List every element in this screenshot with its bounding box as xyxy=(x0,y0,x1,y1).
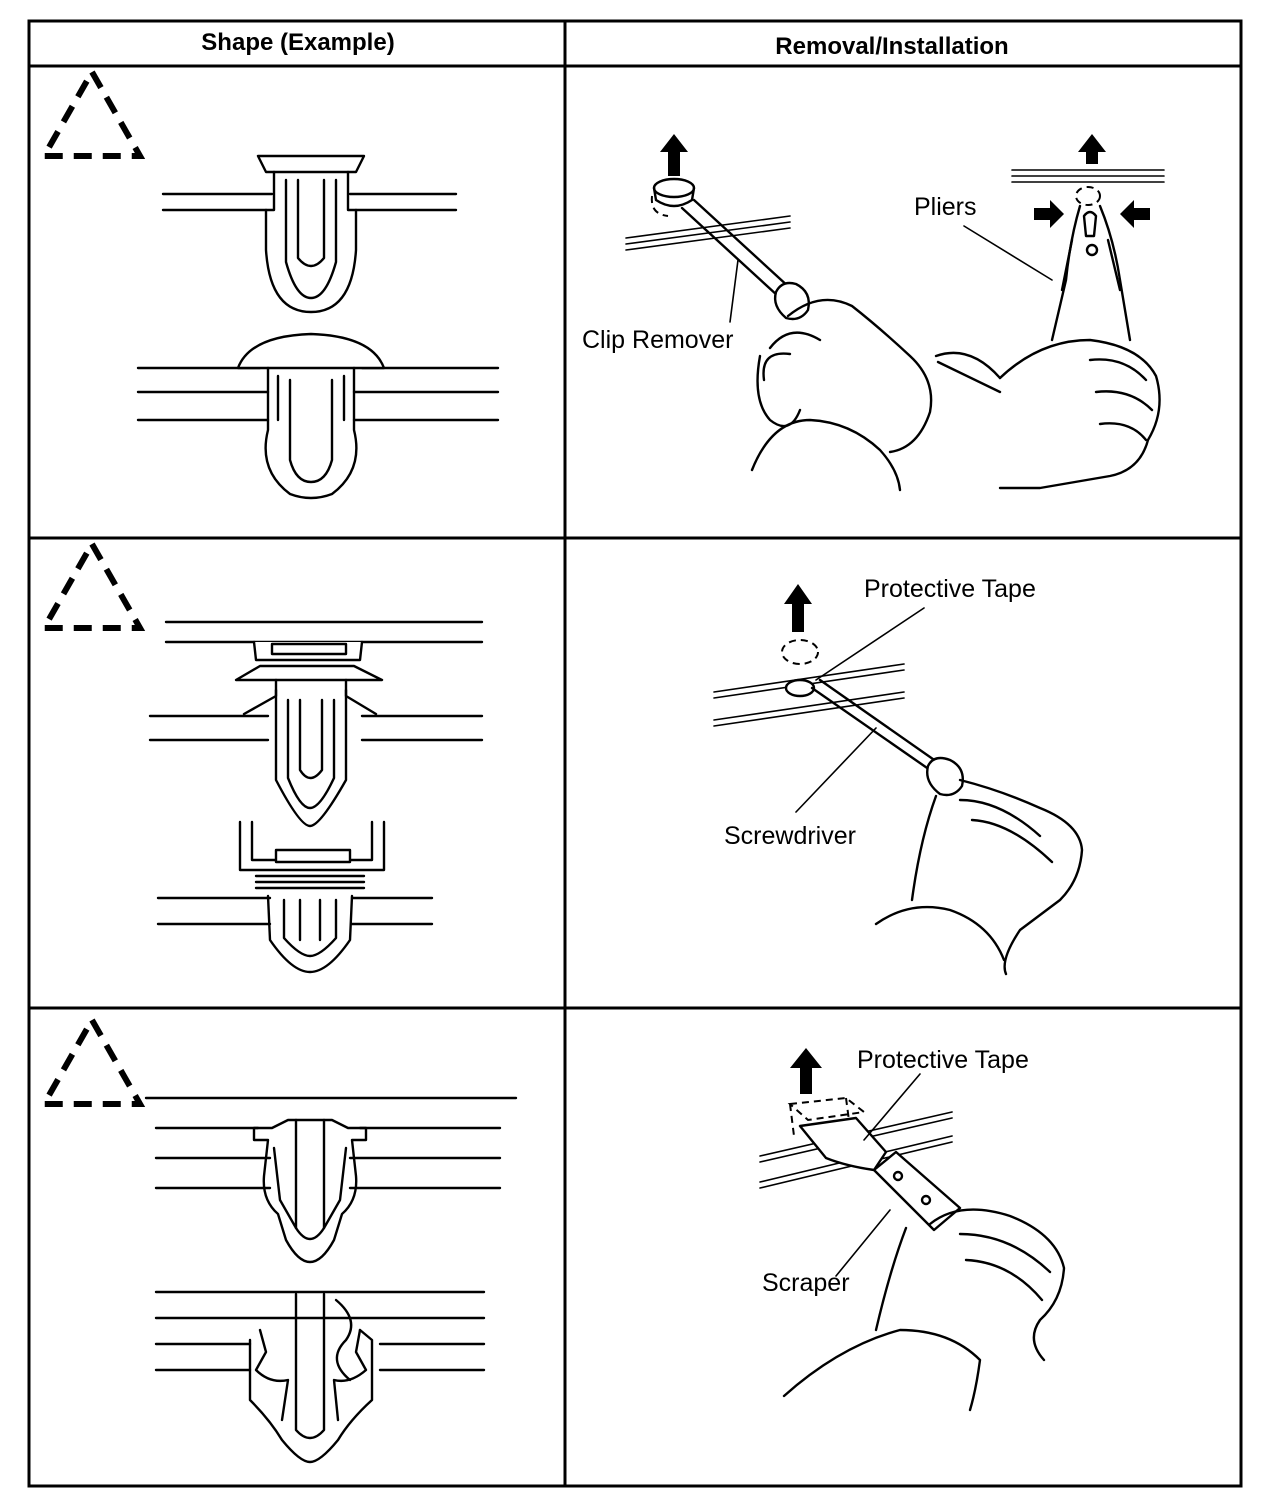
callout-pliers: Pliers xyxy=(914,193,977,221)
callout-clip-remover: Clip Remover xyxy=(582,326,733,354)
caution-triangle-icon xyxy=(38,537,146,631)
inward-arrow-icon xyxy=(1120,200,1150,228)
caution-triangle-icon xyxy=(38,1013,146,1107)
up-arrow-icon xyxy=(784,584,812,632)
callout-protective-tape-scraper: Protective Tape xyxy=(857,1046,1029,1074)
row3-removal-illustration xyxy=(759,1048,1066,1412)
row2-removal-illustration xyxy=(713,584,1084,976)
table-grid xyxy=(27,19,1243,1488)
header-shape: Shape (Example) xyxy=(201,29,394,56)
callout-protective-tape: Protective Tape xyxy=(864,575,1036,603)
header-removal-installation: Removal/Installation xyxy=(775,33,1008,60)
callout-screwdriver: Screwdriver xyxy=(724,822,856,850)
row3-shape-illustration xyxy=(38,1013,518,1464)
up-arrow-icon xyxy=(660,134,688,176)
row1-shape-illustration xyxy=(38,65,500,500)
up-arrow-icon xyxy=(1078,134,1106,164)
callout-scraper: Scraper xyxy=(762,1269,850,1297)
up-arrow-icon xyxy=(790,1048,822,1094)
caution-triangle-icon xyxy=(38,65,146,159)
row2-shape-illustration xyxy=(38,537,484,974)
row1-removal-illustration xyxy=(625,134,1165,492)
inward-arrow-icon xyxy=(1034,200,1064,228)
